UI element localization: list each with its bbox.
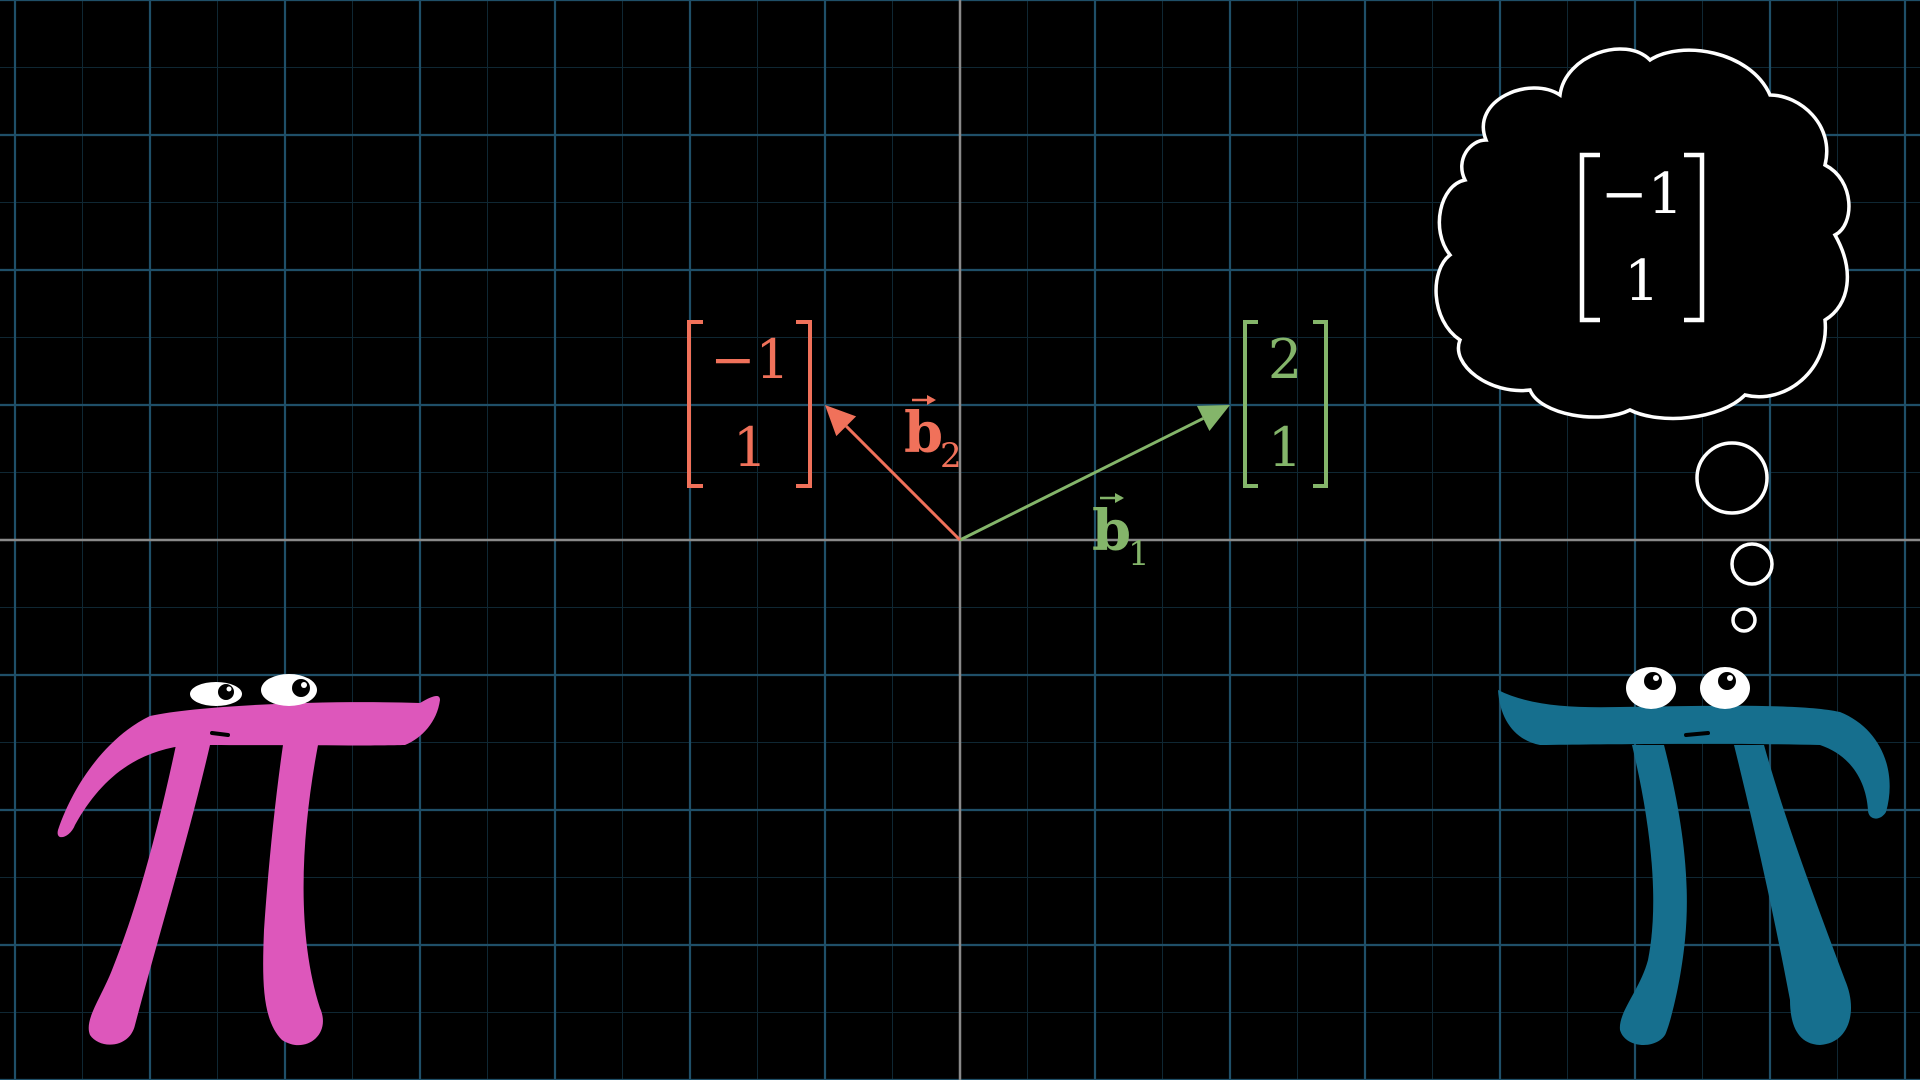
pi-right-eyes (1626, 667, 1750, 709)
vector-b2-line (845, 425, 962, 542)
pi-right-mouth (1684, 731, 1710, 737)
pi-left-leg-right (263, 745, 323, 1046)
vector-b1-label-base: b (1092, 498, 1131, 564)
thought-matrix-entry-bottom: 1 (1624, 249, 1660, 314)
matrix-b1-entry-bottom: 1 (1268, 416, 1302, 479)
vector-b1 (959, 405, 1230, 542)
vector-b2-label-arrow-icon (912, 395, 936, 405)
vector-b2-arrowhead (825, 405, 857, 437)
vector-b1-arrowhead (1196, 405, 1230, 431)
pi-right-bar (1498, 690, 1890, 819)
thought-bubble-cloud (1434, 47, 1851, 421)
vector-b2-label-base: b (904, 400, 943, 466)
thought-bubble-circle-medium (1730, 542, 1774, 586)
vector-b1-line (959, 417, 1204, 542)
matrix-b2-entry-bottom: 1 (733, 416, 767, 479)
pi-right-leg-left (1619, 745, 1687, 1046)
thought-bubble-icon: −1 1 (1434, 47, 1851, 633)
vector-b2-label: b 2 (904, 395, 962, 476)
thought-bubble-matrix: −1 1 (1579, 152, 1705, 323)
pi-left-bar (57, 696, 440, 838)
thought-bubble-circle-small (1731, 607, 1757, 633)
pi-left-mouth (210, 731, 230, 737)
vector-b2 (825, 405, 962, 542)
pi-creature-left (57, 674, 440, 1046)
pi-left-eyes (190, 674, 317, 706)
thought-matrix-entry-top: −1 (1601, 162, 1684, 227)
pi-creature-right (1498, 667, 1890, 1046)
pi-right-leg-right (1734, 745, 1852, 1045)
vector-b1-label-arrow-icon (1100, 493, 1124, 503)
matrix-b2-entry-top: −1 (710, 328, 790, 391)
matrix-b1-entry-top: 2 (1268, 328, 1302, 391)
vector-b1-label-subscript: 1 (1128, 534, 1150, 574)
vector-b2-label-subscript: 2 (940, 436, 962, 476)
matrix-b1: 2 1 (1243, 320, 1328, 488)
pi-left-leg-left (88, 745, 210, 1045)
thought-bubble-circle-large (1695, 441, 1769, 515)
vector-b1-label: b 1 (1092, 493, 1150, 574)
matrix-b2: −1 1 (687, 320, 812, 488)
